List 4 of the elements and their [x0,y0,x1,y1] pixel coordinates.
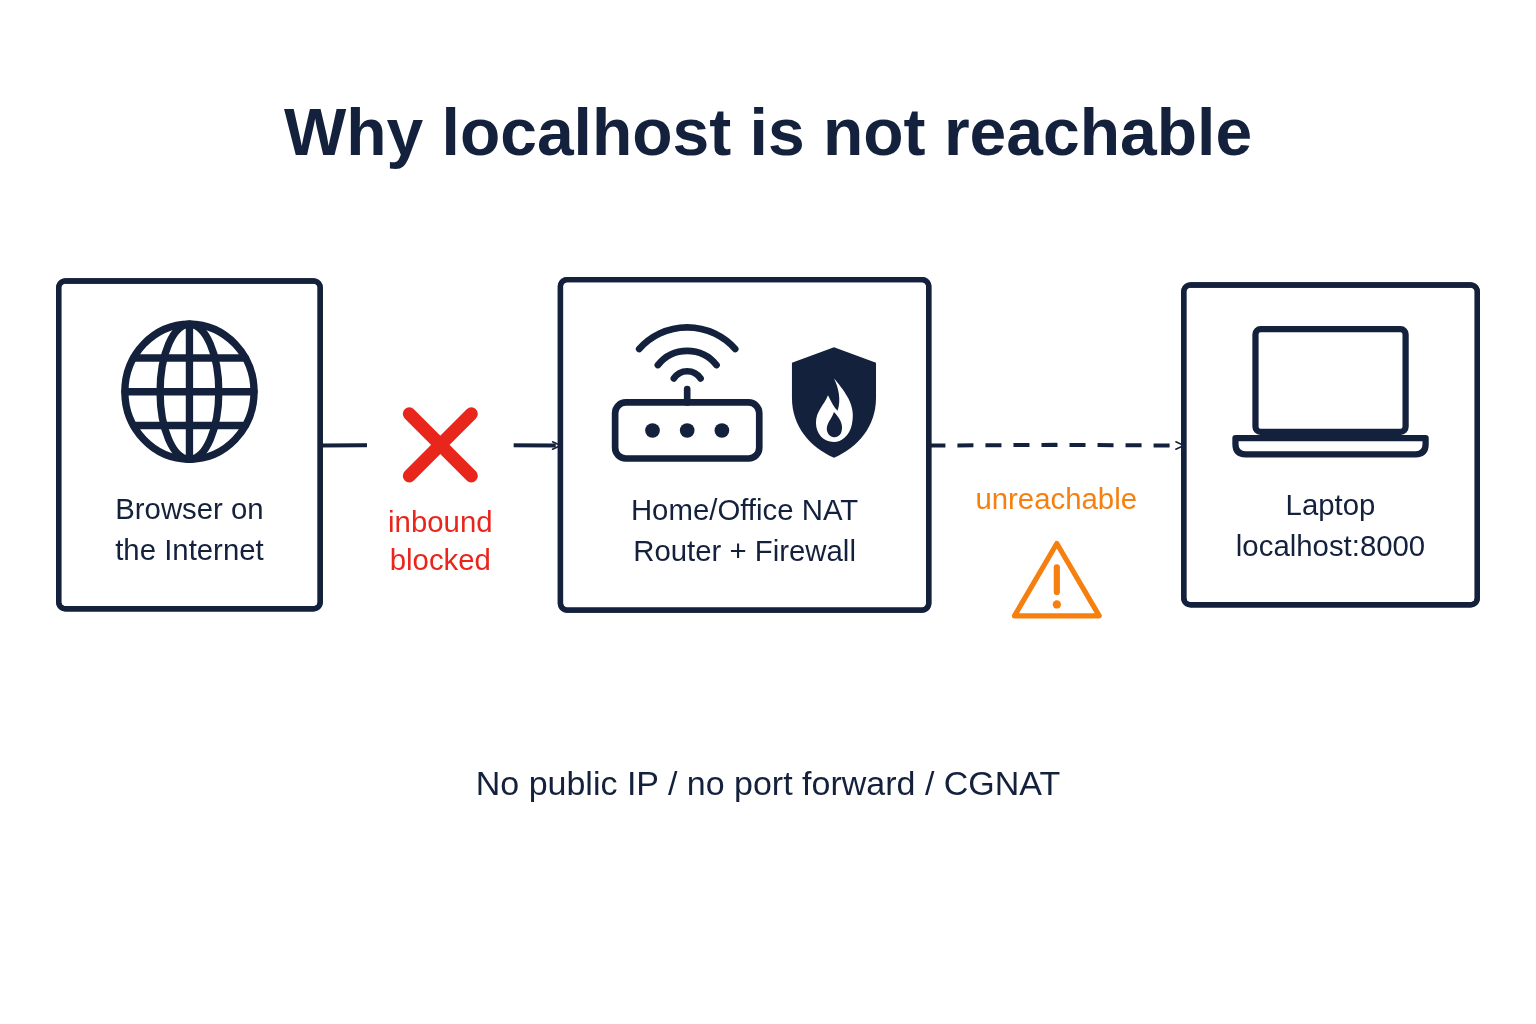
diagram-title: Why localhost is not reachable [283,96,1253,169]
edge-label: unreachable [975,481,1138,516]
caption: No public IP / no port forward / CGNAT [475,763,1061,803]
edge-label: inbound blocked [388,504,493,577]
